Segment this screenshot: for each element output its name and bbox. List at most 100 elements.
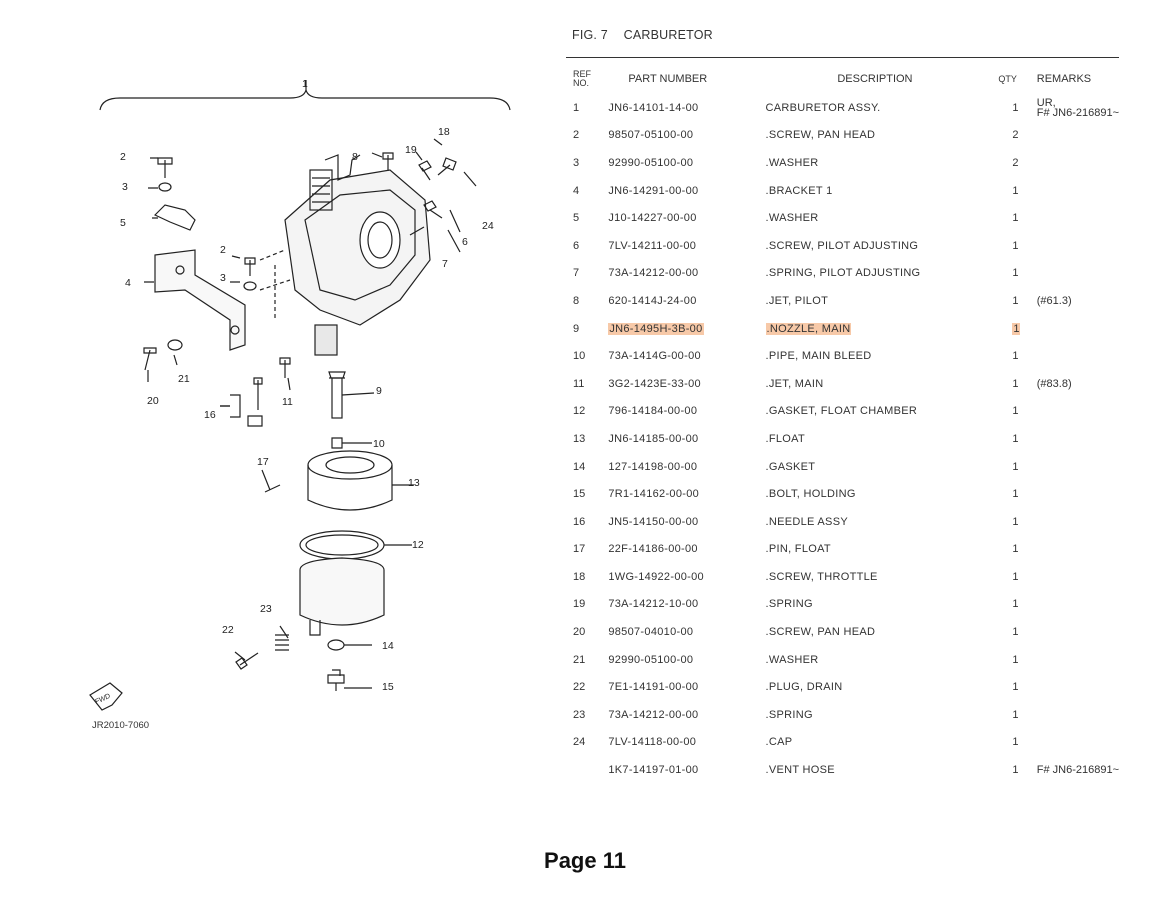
description-cell: .GASKET (760, 453, 991, 481)
part-number-cell-text: 73A-14212-00-00 (608, 267, 699, 280)
part-number-cell-text: 73A-14212-00-00 (608, 708, 699, 721)
description-cell: .PIN, FLOAT (760, 536, 991, 564)
ref-cell: 7 (566, 260, 601, 288)
qty-cell: 1 (990, 729, 1030, 757)
part-number-cell-text: J10-14227-00-00 (608, 212, 697, 225)
part-number-cell-text: 73A-1414G-00-00 (608, 350, 701, 363)
description-cell: .SCREW, PILOT ADJUSTING (760, 232, 991, 260)
svg-text:4: 4 (125, 277, 131, 289)
description-cell: .SPRING (760, 701, 991, 729)
qty-cell: 1 (990, 508, 1030, 536)
qty-cell: 1 (990, 287, 1030, 315)
table-row: 23 73A-14212-00-00 .SPRING 1 (566, 701, 1119, 729)
description-cell: .NOZZLE, MAIN (760, 315, 991, 343)
qty-cell-text: 1 (1012, 708, 1019, 721)
ref-header-line1: REF (573, 69, 591, 79)
part-number-cell-text: 1K7-14197-01-00 (608, 764, 699, 777)
ref-cell: 21 (566, 646, 601, 674)
part-number-cell: 73A-14212-10-00 (601, 591, 759, 619)
remarks-cell (1031, 563, 1119, 591)
qty-cell: 1 (990, 177, 1030, 205)
ref-cell-text: 9 (573, 322, 580, 335)
qty-cell-text: 1 (1012, 460, 1019, 473)
part-number-cell: 98507-04010-00 (601, 618, 759, 646)
ref-cell-text: 17 (573, 543, 586, 556)
col-qty: QTY (998, 74, 1017, 84)
description-cell-text: .BOLT, HOLDING (765, 488, 856, 501)
description-cell-text: .SCREW, THROTTLE (765, 570, 878, 583)
table-row: 9 JN6-1495H-3B-00.NOZZLE, MAIN 1 (566, 315, 1119, 343)
part-number-cell-text: 73A-14212-10-00 (608, 598, 699, 611)
part-number-cell: 796-14184-00-00 (601, 398, 759, 426)
remarks-cell: (#61.3) (1031, 287, 1119, 315)
qty-cell: 1 (990, 342, 1030, 370)
ref-cell-text: 24 (573, 736, 586, 749)
page-number: Page 11 (544, 848, 626, 873)
ref-cell-text: 11 (573, 377, 585, 390)
ref-cell (566, 756, 601, 784)
remarks-cell (1031, 453, 1119, 481)
ref-cell: 23 (566, 701, 601, 729)
ref-cell: 18 (566, 563, 601, 591)
part-number-cell-text: 7R1-14162-00-00 (608, 488, 700, 501)
part-number-cell-text: 7LV-14118-00-00 (608, 736, 697, 749)
remarks-cell-text: UR,F# JN6-216891~ (1036, 96, 1119, 119)
part-number-cell-text: JN5-14150-00-00 (608, 515, 699, 528)
part-number-cell: JN6-14291-00-00 (601, 177, 759, 205)
description-cell-text: .PIN, FLOAT (765, 543, 831, 556)
col-description: DESCRIPTION (837, 73, 913, 85)
remarks-cell (1031, 398, 1119, 426)
description-cell-text: .WASHER (765, 212, 819, 225)
description-cell: .JET, MAIN (760, 370, 991, 398)
qty-cell-text: 1 (1012, 626, 1019, 639)
qty-cell: 1 (990, 398, 1030, 426)
qty-cell: 1 (990, 701, 1030, 729)
remarks-cell (1031, 342, 1119, 370)
ref-cell-text: 20 (573, 626, 586, 639)
ref-cell: 1 (566, 94, 601, 122)
remarks-cell-text: (#83.8) (1036, 377, 1072, 390)
qty-cell: 1 (990, 618, 1030, 646)
part-number-cell: 92990-05100-00 (601, 149, 759, 177)
description-cell-text: .WASHER (765, 653, 819, 666)
description-cell-text: .SCREW, PILOT ADJUSTING (765, 239, 919, 252)
description-cell-text: .CAP (765, 736, 793, 749)
remarks-cell (1031, 536, 1119, 564)
description-cell-text: .GASKET (765, 460, 816, 473)
svg-text:19: 19 (405, 144, 417, 156)
qty-cell-text: 1 (1012, 101, 1019, 114)
qty-cell: 1 (990, 315, 1030, 343)
remarks-cell (1031, 149, 1119, 177)
description-cell-text: .SPRING, PILOT ADJUSTING (765, 267, 921, 280)
ref-cell-text: 12 (573, 405, 586, 418)
qty-cell-text: 1 (1012, 681, 1019, 694)
ref-cell-text: 15 (573, 488, 586, 501)
ref-cell-text: 13 (573, 432, 586, 445)
description-cell-text: .SPRING (765, 708, 813, 721)
qty-cell-text: 1 (1012, 543, 1019, 556)
remarks-cell: (#83.8) (1031, 370, 1119, 398)
qty-cell: 1 (990, 204, 1030, 232)
remarks-cell (1031, 618, 1119, 646)
qty-cell: 1 (990, 563, 1030, 591)
svg-text:2: 2 (120, 151, 126, 163)
part-number-cell: 98507-05100-00 (601, 122, 759, 150)
table-row: 24 7LV-14118-00-00 .CAP 1 (566, 729, 1119, 757)
description-cell-text: .GASKET, FLOAT CHAMBER (765, 405, 918, 418)
ref-cell-text: 6 (573, 239, 580, 252)
description-cell: .WASHER (760, 149, 991, 177)
part-number-cell: JN6-1495H-3B-00 (601, 315, 759, 343)
remarks-cell (1031, 177, 1119, 205)
description-cell: .WASHER (760, 204, 991, 232)
qty-cell-text: 1 (1012, 322, 1021, 335)
svg-text:24: 24 (482, 220, 494, 232)
col-ref-no: REF NO. (566, 64, 601, 94)
